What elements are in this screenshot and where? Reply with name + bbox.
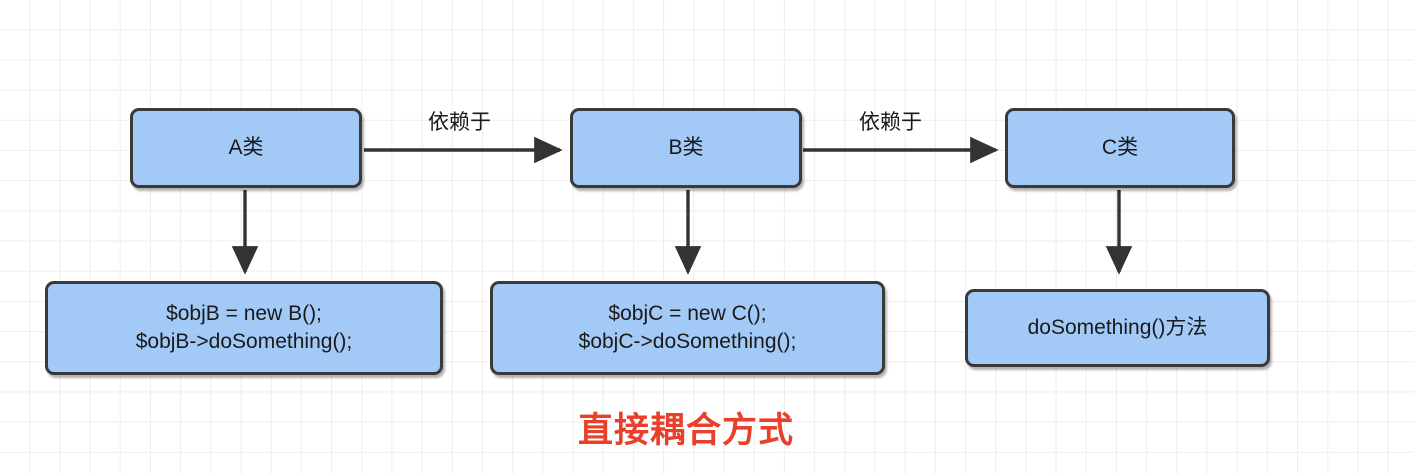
diagram-caption: 直接耦合方式	[578, 402, 794, 453]
node-detail-a-label: $objB = new B(); $objB->doSomething();	[135, 301, 353, 353]
edge-label-a-to-b-text: 依赖于	[428, 111, 491, 134]
node-class-b-label: B类	[668, 135, 704, 159]
node-class-b[interactable]: B类	[570, 108, 802, 188]
node-detail-a[interactable]: $objB = new B(); $objB->doSomething();	[45, 281, 443, 375]
node-detail-c[interactable]: doSomething()方法	[965, 289, 1270, 367]
edge-label-b-to-c: 依赖于	[859, 106, 922, 136]
node-class-c-label: C类	[1101, 135, 1139, 159]
node-class-a[interactable]: A类	[130, 108, 362, 188]
node-class-a-label: A类	[228, 135, 264, 159]
node-detail-b[interactable]: $objC = new C(); $objC->doSomething();	[490, 281, 885, 375]
node-class-c[interactable]: C类	[1005, 108, 1235, 188]
diagram-caption-text: 直接耦合方式	[578, 411, 795, 450]
node-detail-b-label: $objC = new C(); $objC->doSomething();	[578, 301, 797, 353]
edge-label-b-to-c-text: 依赖于	[859, 111, 922, 134]
edge-label-a-to-b: 依赖于	[428, 106, 491, 136]
node-detail-c-label: doSomething()方法	[1027, 315, 1208, 339]
